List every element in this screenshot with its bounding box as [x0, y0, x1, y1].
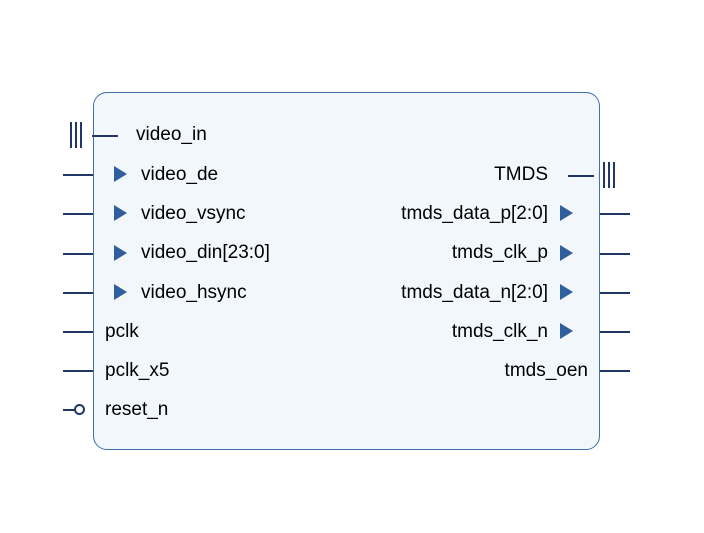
pin-stub-reset-n	[63, 409, 75, 411]
pin-stub-video-vsync	[63, 213, 93, 215]
bus-marker-tmds	[603, 162, 617, 188]
group-label-tmds: TMDS	[494, 164, 548, 185]
port-label-tmds-clk-n: tmds_clk_n	[451, 321, 548, 342]
port-label-video-de: video_de	[141, 164, 219, 185]
direction-marker-tmds-clk-p	[560, 245, 573, 261]
active-low-bubble-reset-n	[74, 404, 85, 415]
direction-marker-video-hsync	[114, 284, 127, 300]
port-label-tmds-data-n: tmds_data_n[2:0]	[401, 282, 548, 303]
port-label-tmds-clk-p: tmds_clk_p	[451, 242, 548, 263]
pin-stub-video-hsync	[63, 292, 93, 294]
pin-stub-video-de	[63, 174, 93, 176]
port-label-video-vsync: video_vsync	[141, 203, 246, 224]
port-label-video-din: video_din[23:0]	[141, 242, 270, 263]
group-label-video-in: video_in	[136, 124, 207, 145]
pin-stub-tmds-clk-p	[600, 253, 630, 255]
group-connector-video-in	[92, 135, 118, 137]
pin-stub-tmds-oen	[600, 370, 630, 372]
direction-marker-tmds-data-p	[560, 205, 573, 221]
pin-stub-tmds-data-p	[600, 213, 630, 215]
direction-marker-video-din	[114, 245, 127, 261]
direction-marker-video-de	[114, 166, 127, 182]
pin-stub-pclk-x5	[63, 370, 93, 372]
group-connector-tmds	[568, 175, 594, 177]
port-label-tmds-data-p: tmds_data_p[2:0]	[401, 203, 548, 224]
pin-stub-pclk	[63, 331, 93, 333]
port-label-pclk: pclk	[105, 321, 139, 342]
bus-marker-video-in	[70, 122, 84, 148]
port-label-video-hsync: video_hsync	[141, 282, 247, 303]
port-label-tmds-oen: tmds_oen	[504, 360, 588, 381]
direction-marker-tmds-data-n	[560, 284, 573, 300]
pin-stub-tmds-data-n	[600, 292, 630, 294]
module-block-body	[93, 92, 600, 450]
direction-marker-tmds-clk-n	[560, 323, 573, 339]
direction-marker-video-vsync	[114, 205, 127, 221]
port-label-reset-n: reset_n	[105, 399, 169, 420]
pin-stub-tmds-clk-n	[600, 331, 630, 333]
port-label-pclk-x5: pclk_x5	[105, 360, 170, 381]
pin-stub-video-din	[63, 253, 93, 255]
